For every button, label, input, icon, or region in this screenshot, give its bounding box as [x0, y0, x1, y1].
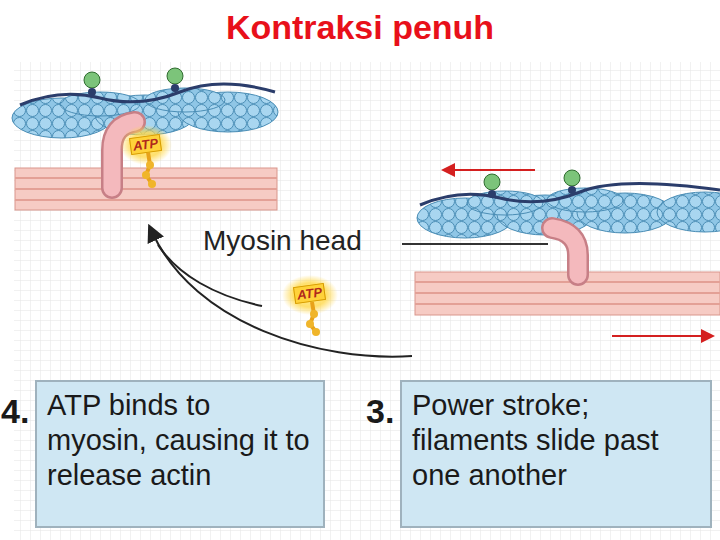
leader-line	[402, 243, 548, 245]
part-label: Myosin head	[203, 225, 362, 257]
step-number: 3.	[366, 392, 394, 431]
right-filaments	[415, 170, 720, 336]
step-box: 3.Power stroke; filaments slide past one…	[400, 380, 712, 528]
left-filaments	[12, 68, 278, 210]
step-number: 4.	[1, 392, 29, 431]
step-description: Power stroke; filaments slide past one a…	[402, 382, 710, 498]
diagram-title: Kontraksi penuh	[0, 8, 720, 47]
step-description: ATP binds to myosin, causing it to relea…	[37, 382, 323, 498]
grid-background	[14, 62, 720, 540]
step-box: 4.ATP binds to myosin, causing it to rel…	[35, 380, 325, 528]
